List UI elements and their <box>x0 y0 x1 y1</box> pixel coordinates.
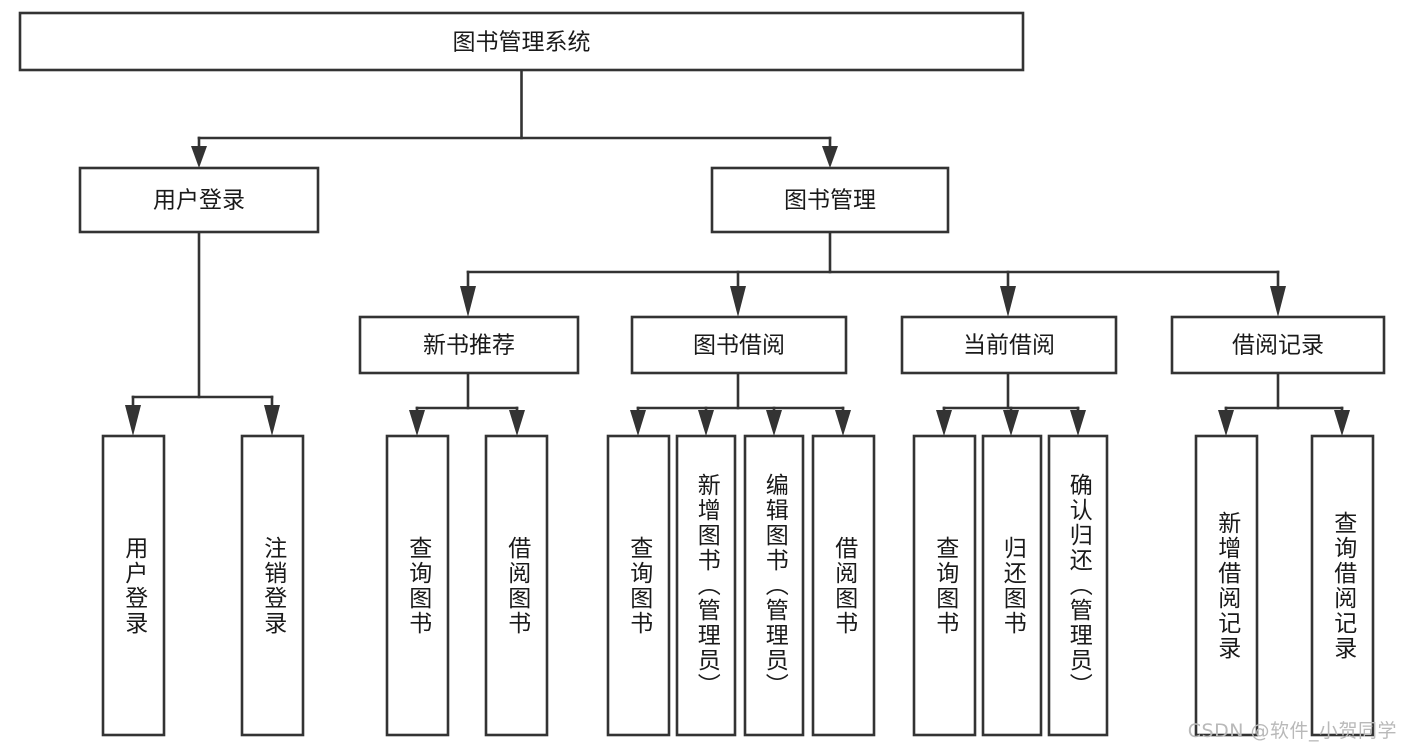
arrow-root-to-book-manage <box>822 146 838 168</box>
arrow-to-current-borrow <box>1000 286 1016 317</box>
arrow-to-leaf-return-book <box>1003 410 1019 436</box>
node-book-manage[interactable]: 图书管理 <box>710 166 950 234</box>
leaf-add-book-box[interactable] <box>675 434 737 737</box>
arrow-to-leaf-borrow-book-2 <box>835 410 851 436</box>
arrow-to-leaf-user-login <box>125 405 141 436</box>
arrow-to-leaf-query-record <box>1334 410 1350 436</box>
arrow-to-leaf-add-record <box>1218 410 1234 436</box>
borrow-record-label: 借阅记录 <box>1232 333 1324 359</box>
leaf-query-book-2-box[interactable] <box>606 434 671 737</box>
new-book-recommend-label: 新书推荐 <box>423 333 515 359</box>
node-root[interactable]: 图书管理系统 <box>18 11 1025 72</box>
leaf-return-book-box[interactable] <box>981 434 1043 737</box>
leaf-edit-book-box[interactable] <box>743 434 805 737</box>
node-user-login[interactable]: 用户登录 <box>78 166 320 234</box>
user-login-box[interactable] <box>78 166 320 234</box>
arrow-to-borrow-record <box>1270 286 1286 317</box>
leaf-query-record-box[interactable] <box>1310 434 1375 737</box>
root-box[interactable] <box>18 11 1025 72</box>
leaf-borrow-book-2-box[interactable] <box>811 434 876 737</box>
node-new-book-recommend[interactable]: 新书推荐 <box>358 315 580 375</box>
current-borrow-label: 当前借阅 <box>963 333 1055 359</box>
borrow-record-box[interactable] <box>1170 315 1386 375</box>
root-label: 图书管理系统 <box>453 30 591 56</box>
new-book-recommend-box[interactable] <box>358 315 580 375</box>
arrow-to-book-borrow <box>730 286 746 317</box>
book-borrow-box[interactable] <box>630 315 848 375</box>
arrow-to-leaf-edit-book <box>766 410 782 436</box>
arrow-to-leaf-query-book-1 <box>409 410 425 436</box>
leaf-logout-box[interactable] <box>240 434 305 737</box>
leaf-query-book-1-box[interactable] <box>385 434 450 737</box>
csdn-watermark: CSDN @软件_小贺同学 <box>1187 720 1397 742</box>
leaf-borrow-book-1-box[interactable] <box>484 434 549 737</box>
arrow-root-to-user-login <box>191 146 207 168</box>
book-manage-label: 图书管理 <box>784 188 876 214</box>
leaf-query-book-3-box[interactable] <box>912 434 977 737</box>
arrow-to-leaf-confirm-return <box>1070 410 1086 436</box>
node-current-borrow[interactable]: 当前借阅 <box>900 315 1118 375</box>
arrow-to-leaf-logout <box>264 405 280 436</box>
arrow-to-leaf-query-book-3 <box>936 410 952 436</box>
arrow-to-leaf-add-book <box>698 410 714 436</box>
arrow-to-leaf-borrow-book-1 <box>509 410 525 436</box>
arrow-to-leaf-query-book-2 <box>630 410 646 436</box>
book-borrow-label: 图书借阅 <box>693 333 785 359</box>
node-book-borrow[interactable]: 图书借阅 <box>630 315 848 375</box>
user-login-label: 用户登录 <box>153 188 245 214</box>
leaf-user-login-box[interactable] <box>101 434 166 737</box>
leaf-add-record-box[interactable] <box>1194 434 1259 737</box>
leaf-confirm-return-box[interactable] <box>1047 434 1109 737</box>
node-borrow-record[interactable]: 借阅记录 <box>1170 315 1386 375</box>
book-manage-box[interactable] <box>710 166 950 234</box>
connector-layer <box>125 68 1350 436</box>
current-borrow-box[interactable] <box>900 315 1118 375</box>
leaf-box-layer[interactable] <box>101 434 1375 737</box>
arrow-to-new-book-recommend <box>460 286 476 317</box>
